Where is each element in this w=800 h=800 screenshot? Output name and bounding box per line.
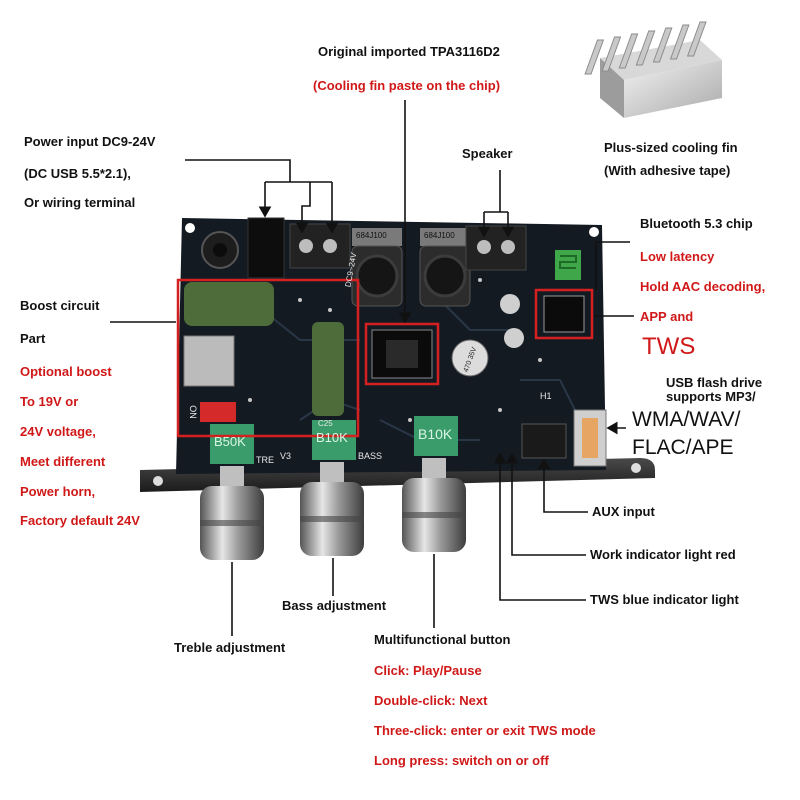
bluetooth-feature-1: Low latency [640, 249, 715, 264]
boost-note-6: Factory default 24V [20, 513, 140, 528]
aux-label: AUX input [592, 504, 655, 519]
power-line-1: Power input DC9-24V [24, 134, 156, 149]
silk-h1: H1 [540, 391, 552, 401]
pot-label-treble: B50K [214, 434, 246, 449]
usb-line-4: FLAC/APE [632, 436, 734, 459]
button-action-4: Long press: switch on or off [374, 753, 549, 768]
boost-note-4: Meet different [20, 454, 106, 469]
amp-chip-frame [364, 322, 440, 386]
boost-title-1: Boost circuit [20, 298, 100, 313]
bt-chip-frame [534, 288, 594, 340]
silk-tre: TRE [256, 455, 274, 465]
button-pot [414, 416, 458, 456]
power-line-2: (DC USB 5.5*2.1), [24, 166, 131, 181]
boost-note-1: Optional boost [20, 364, 112, 379]
usb-line-3: WMA/WAV/ [632, 408, 741, 431]
speaker-label: Speaker [462, 146, 513, 161]
treble-pot [210, 424, 254, 464]
cooling-fin-image [584, 21, 722, 118]
bluetooth-title: Bluetooth 5.3 chip [640, 216, 753, 231]
bluetooth-feature-2: Hold AAC decoding, [640, 279, 766, 294]
boost-circuit-frame [176, 278, 360, 438]
silk-bass: BASS [358, 451, 383, 461]
fin-title: Plus-sized cooling fin [604, 140, 738, 155]
chip-title: Original imported TPA3116D2 [318, 44, 500, 59]
boost-title-2: Part [20, 331, 46, 346]
boost-note-5: Power horn, [20, 484, 96, 499]
treble-label: Treble adjustment [174, 640, 286, 655]
bass-label: Bass adjustment [282, 598, 387, 613]
treble-knob [200, 466, 264, 560]
silk-c25: C25 [318, 419, 333, 428]
chip-note: (Cooling fin paste on the chip) [313, 78, 501, 93]
silk-v3: V3 [280, 451, 292, 461]
usb-line-1: USB flash drive [666, 375, 763, 390]
work-led-label: Work indicator light red [590, 547, 736, 562]
fin-note: (With adhesive tape) [604, 163, 731, 178]
bass-knob [300, 462, 364, 556]
silk-ind1: 684J100 [356, 231, 387, 240]
button-action-2: Double-click: Next [374, 693, 488, 708]
bass-pot [312, 420, 356, 460]
tws-led-label: TWS blue indicator light [590, 592, 739, 607]
silk-on: ON [187, 405, 198, 419]
power-line-3: Or wiring terminal [24, 195, 136, 210]
dc-jack [247, 217, 285, 279]
bluetooth-tws: TWS [642, 333, 696, 360]
boost-note-3: 24V voltage, [20, 424, 96, 439]
button-title: Multifunctional button [374, 632, 511, 647]
button-action-3: Three-click: enter or exit TWS mode [374, 723, 596, 738]
silk-ind2: 684J100 [424, 231, 455, 240]
bluetooth-feature-3: APP and [640, 309, 694, 324]
usb-line-2: supports MP3/ [666, 389, 756, 404]
boost-note-2: To 19V or [20, 394, 79, 409]
aux-socket [521, 423, 567, 459]
bluetooth-chip [543, 295, 585, 333]
multifunction-knob [402, 458, 466, 552]
speaker-terminal-block [465, 225, 527, 271]
pot-label-bass: B10K [316, 430, 348, 445]
pot-label-button: B10K [418, 426, 453, 442]
button-action-1: Click: Play/Pause [374, 663, 482, 678]
